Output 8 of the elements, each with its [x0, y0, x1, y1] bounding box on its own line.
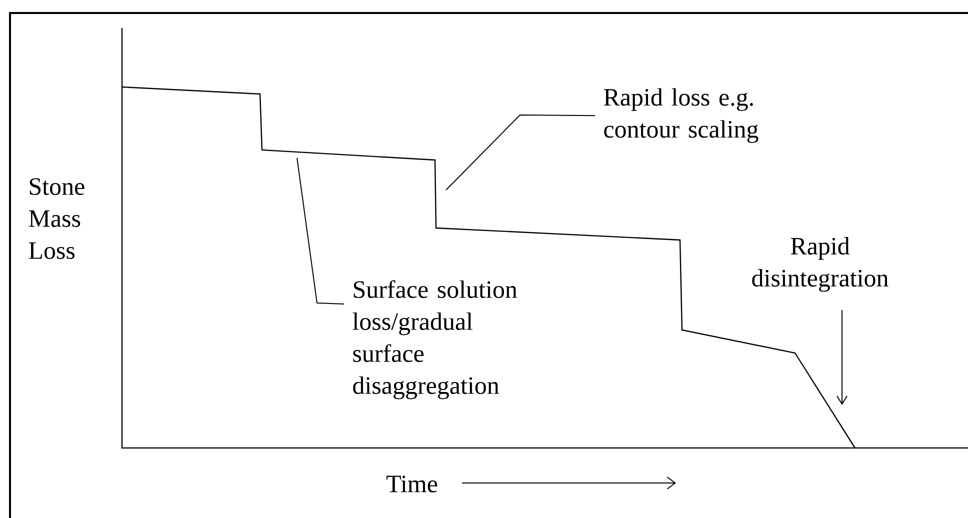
- annotation-text: Surface solution loss/gradual surface disaggregation: [352, 280, 518, 400]
- axis-label: Time: [386, 476, 438, 492]
- annotation-text: Rapid loss e.g. contour scaling: [604, 88, 758, 143]
- leader-line: [446, 114, 596, 190]
- axis-label: Stone Mass Loss: [28, 178, 84, 259]
- annotation-text: Rapid disintegration: [752, 237, 888, 292]
- leader-line: [296, 158, 344, 304]
- arrow: [836, 310, 848, 405]
